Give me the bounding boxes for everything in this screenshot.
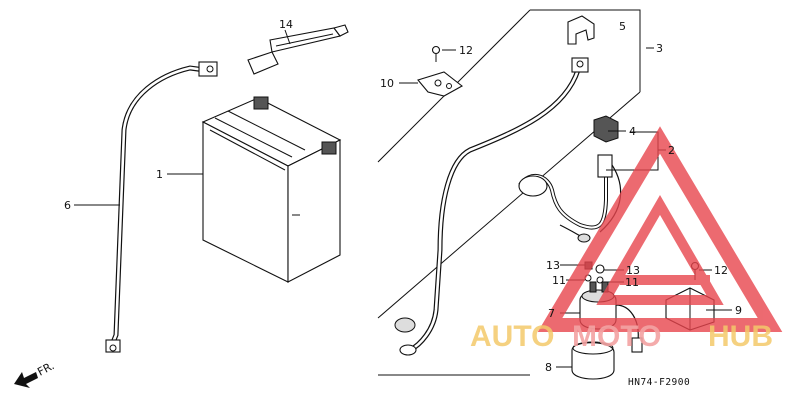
callout-2: 2 xyxy=(668,144,675,157)
callout-7: 7 xyxy=(548,307,555,320)
callout-14: 14 xyxy=(279,18,293,31)
front-arrow-icon xyxy=(14,372,38,388)
callout-5: 5 xyxy=(619,20,626,33)
negative-cable xyxy=(105,61,218,353)
callout-12-top: 12 xyxy=(459,44,473,57)
callout-11-right: 11 xyxy=(625,276,639,289)
callout-13-left: 13 xyxy=(546,259,560,272)
terminal-cover xyxy=(567,15,595,45)
front-marker: FR. xyxy=(35,359,56,378)
callout-4: 4 xyxy=(629,125,636,138)
positive-cable xyxy=(394,57,589,356)
figure-code: HN74-F2900 xyxy=(628,377,690,388)
callout-11-left: 11 xyxy=(552,274,566,287)
callout-1: 1 xyxy=(156,168,163,181)
starter-harness xyxy=(518,115,622,243)
watermark-text-c: HUB xyxy=(708,320,773,353)
callout-13-right: 13 xyxy=(626,264,640,277)
watermark-logo xyxy=(537,126,783,332)
callout-6: 6 xyxy=(64,199,71,212)
callout-3: 3 xyxy=(656,42,663,55)
terminal-bracket xyxy=(417,45,463,97)
battery-strap xyxy=(247,24,349,75)
callout-12-right: 12 xyxy=(714,264,728,277)
watermark-text-a: AUTO xyxy=(470,320,554,353)
callout-8: 8 xyxy=(545,361,552,374)
battery xyxy=(201,96,342,283)
watermark-text-b: MOTO xyxy=(572,320,661,353)
solenoid-boot xyxy=(571,341,615,380)
callout-10: 10 xyxy=(380,77,394,90)
watermark-text: AUTO MOTO HUB xyxy=(470,320,773,353)
callout-9: 9 xyxy=(735,304,742,317)
